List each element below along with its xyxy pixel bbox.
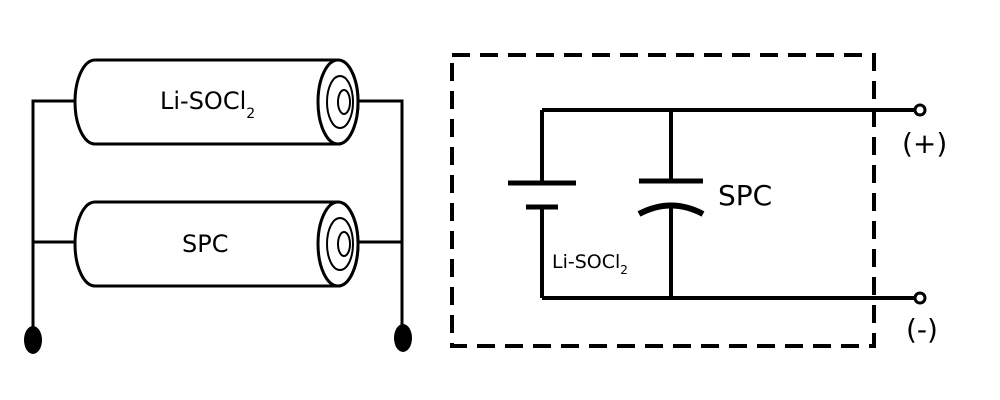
positive-terminal-node xyxy=(913,103,927,117)
capacitor-label: SPC xyxy=(718,179,772,212)
li-socl2-cell-label: Li-SOCl2 xyxy=(160,87,255,122)
li-socl2-cell: Li-SOCl2 xyxy=(73,58,360,146)
spc-cell-end-ring xyxy=(326,217,354,271)
capacitor-symbol: SPC xyxy=(637,110,772,298)
left-bus-wire xyxy=(31,99,78,330)
li-socl2-cell-label-subscript: 2 xyxy=(246,106,255,122)
spc-cell: SPC xyxy=(73,200,360,288)
spc-cell-label: SPC xyxy=(182,230,228,258)
positive-terminal-label: (+) xyxy=(902,127,947,160)
left-terminal-pin xyxy=(24,326,42,354)
battery-label-main: Li-SOCl xyxy=(552,251,620,273)
battery-symbol: Li-SOCl2 xyxy=(508,110,628,298)
right-bus-wire xyxy=(350,99,404,330)
li-socl2-cell-label-main: Li-SOCl xyxy=(160,87,246,115)
li-socl2-cell-end-ring xyxy=(326,75,354,129)
negative-terminal-label: (-) xyxy=(906,313,938,346)
physical-parallel-cells: Li-SOCl2 SPC xyxy=(24,58,412,354)
battery-label: Li-SOCl2 xyxy=(552,251,628,277)
battery-label-subscript: 2 xyxy=(620,263,628,277)
negative-terminal-node xyxy=(913,291,927,305)
capacitor-curved-plate xyxy=(637,202,705,217)
dashed-enclosure xyxy=(450,53,876,348)
right-terminal-pin xyxy=(394,324,412,352)
li-socl2-cell-terminal-button xyxy=(337,89,351,115)
spc-cell-terminal-button xyxy=(337,231,351,257)
circuit-schematic: Li-SOCl2 SPC (+) (-) xyxy=(450,53,947,348)
